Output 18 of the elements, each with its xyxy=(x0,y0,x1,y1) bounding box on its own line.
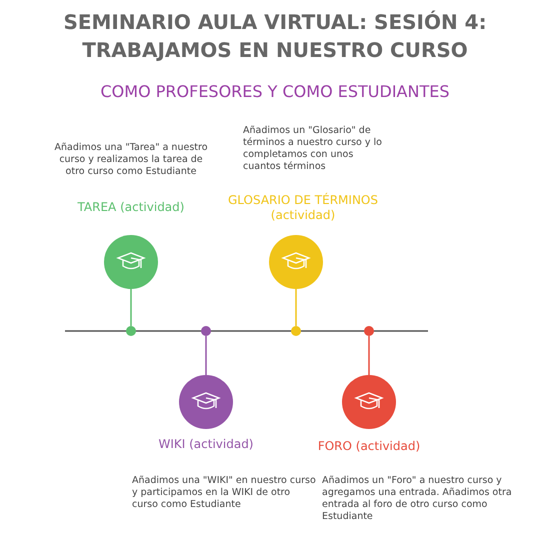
activity-heading: FORO (actividad) xyxy=(316,439,422,454)
activity-description: Añadimos una "WIKI" en nuestro curso y participamos en la WIKI de otro curso como Estudiante xyxy=(132,475,317,511)
activity-description: Añadimos un "Foro" a nuestro curso y agregamos una entrada. Añadimos otra entrada al foro de otro curso como Estudiante xyxy=(322,475,512,523)
subtitle: COMO PROFESORES Y COMO ESTUDIANTES xyxy=(100,82,450,101)
title: SEMINARIO AULA VIRTUAL: SESIÓN 4: TRABAJAMOS EN NUESTRO CURSO xyxy=(62,9,488,64)
timeline-dot xyxy=(201,326,211,336)
activity-heading: GLOSARIO DE TÉRMINOS (actividad) xyxy=(226,193,379,223)
timeline-dot xyxy=(126,326,136,336)
timeline-dot xyxy=(291,326,301,336)
activity-heading: WIKI (actividad) xyxy=(157,437,254,452)
activity-description: Añadimos un "Glosario" de términos a nuestro curso y lo completamos con unos cuantos términos xyxy=(243,125,383,173)
activity-description: Añadimos una "Tarea" a nuestro curso y realizamos la tarea de otro curso como Estudiante xyxy=(53,142,209,178)
connector-line xyxy=(295,289,297,326)
connector-line xyxy=(368,336,370,375)
connector-line xyxy=(205,336,207,375)
connector-line xyxy=(130,289,132,326)
timeline-dot xyxy=(364,326,374,336)
activity-heading: TAREA (actividad) xyxy=(76,200,186,215)
